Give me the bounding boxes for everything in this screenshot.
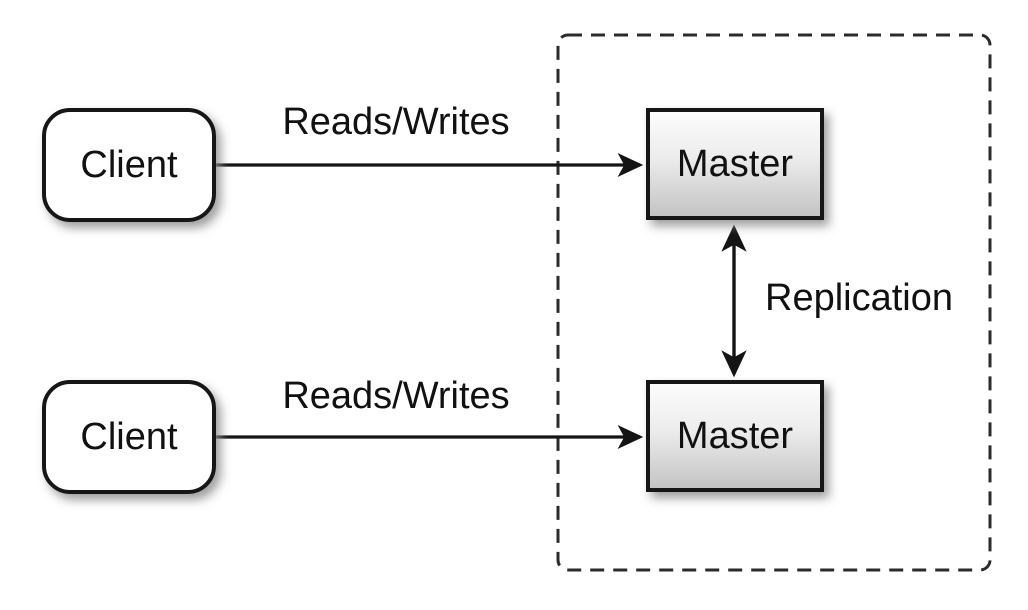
edge-label-reads-writes-bottom: Reads/Writes — [282, 375, 509, 417]
master-top-shape[interactable] — [646, 108, 824, 220]
client-bottom-label: Client — [80, 416, 178, 458]
master-bottom-label: Master — [677, 415, 793, 457]
client-top-label: Client — [80, 144, 178, 186]
node-master-bottom[interactable]: Master — [646, 380, 824, 492]
edge-label-reads-writes-top: Reads/Writes — [282, 101, 509, 143]
master-top-label: Master — [677, 143, 793, 185]
master-bottom-shape[interactable] — [646, 380, 824, 492]
node-client-top[interactable]: Client — [42, 108, 216, 222]
client-bottom-shape[interactable] — [42, 380, 216, 494]
replication-cluster-boundary — [556, 33, 992, 572]
node-client-bottom[interactable]: Client — [42, 380, 216, 494]
client-top-shape[interactable] — [42, 108, 216, 222]
node-master-top[interactable]: Master — [646, 108, 824, 220]
edge-label-replication: Replication — [765, 277, 953, 319]
